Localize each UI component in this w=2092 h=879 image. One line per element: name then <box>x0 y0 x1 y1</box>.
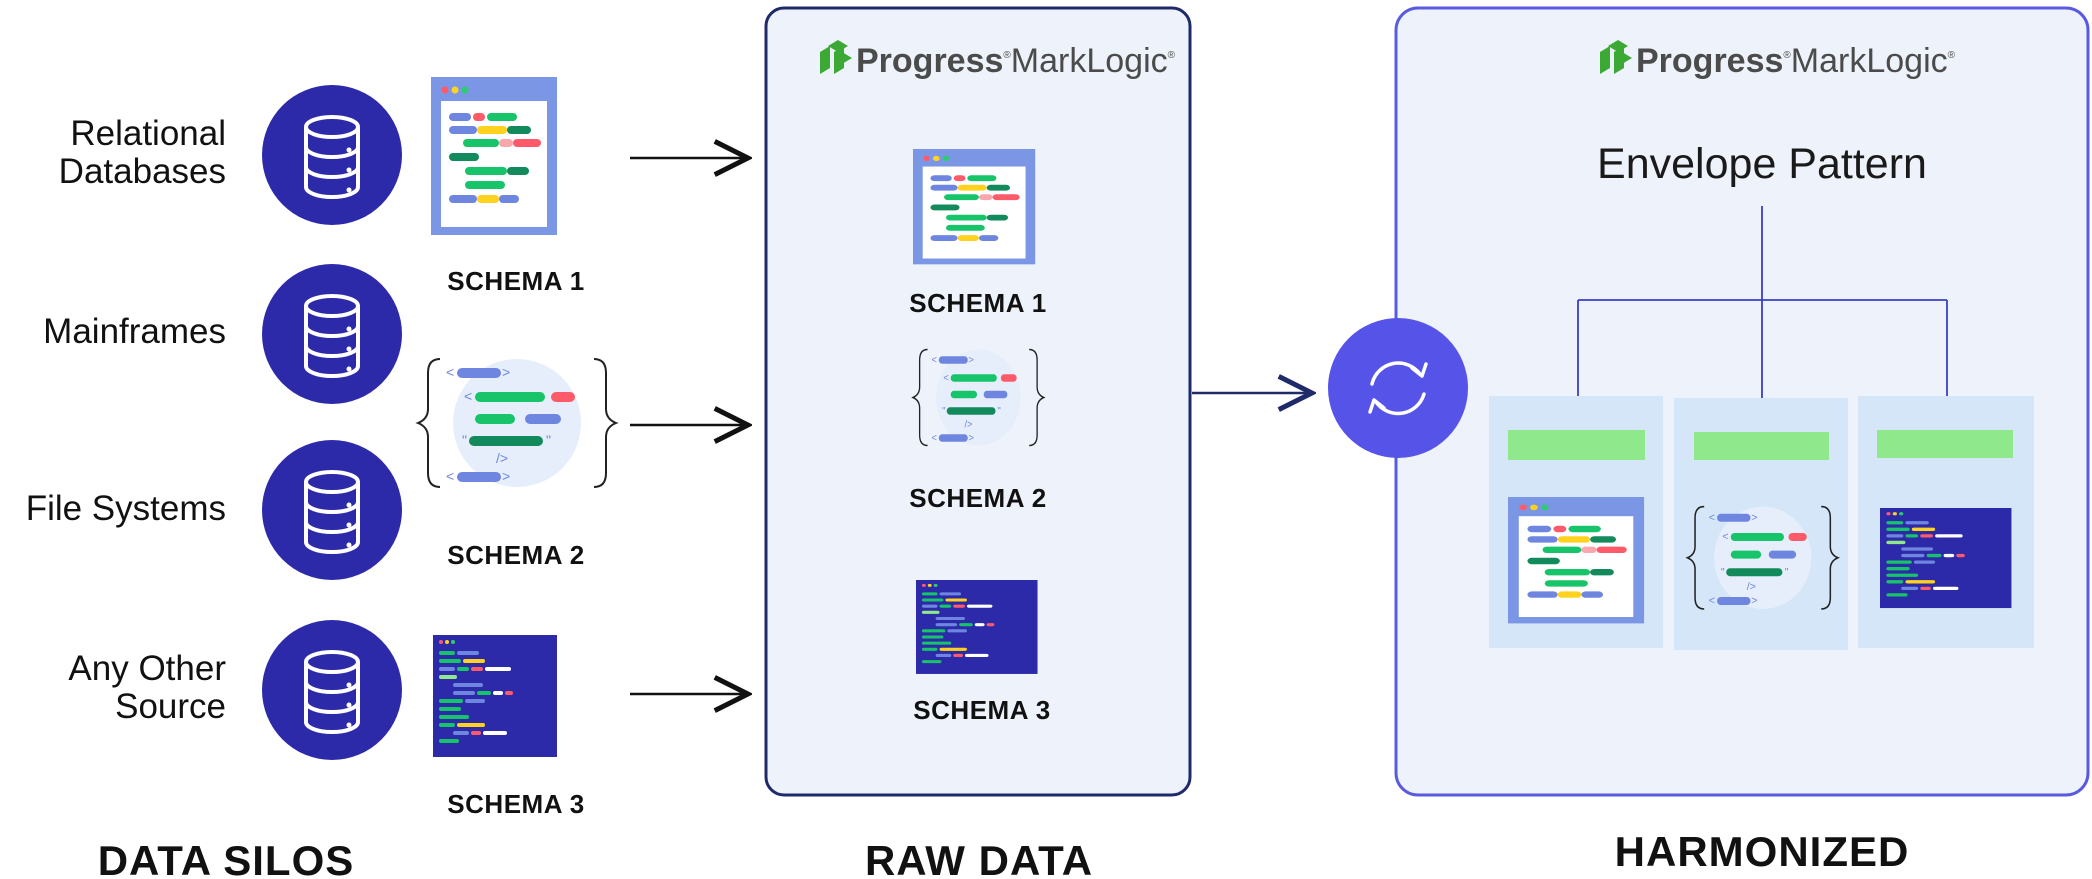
schema2-label: SCHEMA 2 <box>447 540 584 570</box>
harm-brand-reg-1: ® <box>1783 50 1791 61</box>
schema3-illustration <box>431 633 559 759</box>
envelope-tree-connectors <box>1577 206 1948 398</box>
schema2-illustration <box>418 359 616 487</box>
envelope-schema1-illustration <box>1508 497 1644 623</box>
envelope-card-2 <box>1674 398 1848 650</box>
envelope-schema3-illustration <box>1880 508 2011 608</box>
data-silos-column: Relational Databases Mainframes File Sys… <box>26 77 616 879</box>
raw-schema2-label: SCHEMA 2 <box>909 483 1046 513</box>
raw-schema3-label: SCHEMA 3 <box>913 695 1050 725</box>
section-label-raw-data: RAW DATA <box>865 837 1093 879</box>
silo-to-raw-arrows <box>630 158 748 694</box>
harm-brand-main: Progress <box>1636 42 1783 80</box>
source-label-relational-line1: Relational <box>70 114 226 153</box>
refresh-sync-icon <box>1328 318 1468 458</box>
raw-brand-reg-2: ® <box>1168 50 1176 61</box>
envelope-card-3 <box>1858 396 2034 648</box>
raw-data-panel: Progress®MarkLogic® SCHEMA 1 SCHEMA 2 SC… <box>764 6 1192 879</box>
source-label-other-line2: Source <box>115 687 226 726</box>
database-icon-file-systems <box>262 440 402 580</box>
database-icon-relational <box>262 85 402 225</box>
source-label-mainframes: Mainframes <box>43 312 226 351</box>
envelope-pattern-title: Envelope Pattern <box>1597 140 1927 188</box>
schema1-label: SCHEMA 1 <box>447 266 584 296</box>
raw-brand-product: MarkLogic <box>1011 42 1168 80</box>
raw-schema1-label: SCHEMA 1 <box>909 288 1046 318</box>
harmonized-panel: Progress®MarkLogic® Envelope Pattern <box>1394 6 2090 875</box>
raw-schema1-illustration <box>913 149 1035 264</box>
source-label-relational-line2: Databases <box>59 152 226 191</box>
svg-text:Progress®MarkLogic®: Progress®MarkLogic® <box>1636 42 1956 80</box>
schema3-label: SCHEMA 3 <box>447 789 584 819</box>
svg-text:Progress®MarkLogic®: Progress®MarkLogic® <box>856 42 1176 80</box>
harm-brand-product: MarkLogic <box>1791 42 1948 80</box>
raw-brand-main: Progress <box>856 42 1003 80</box>
source-label-file-systems: File Systems <box>26 489 226 528</box>
raw-schema3-illustration <box>914 578 1040 676</box>
raw-brand-reg-1: ® <box>1003 50 1011 61</box>
envelope-header-bar <box>1877 430 2013 458</box>
source-label-other-line1: Any Other <box>68 649 226 688</box>
envelope-header-bar <box>1694 432 1829 460</box>
harm-brand-reg-2: ® <box>1948 50 1956 61</box>
database-icon-mainframes <box>262 264 402 404</box>
raw-panel-brand: Progress®MarkLogic® <box>820 40 1176 80</box>
section-label-harmonized: HARMONIZED <box>1615 828 1910 875</box>
harmonized-panel-brand: Progress®MarkLogic® <box>1600 40 1956 80</box>
database-icon-other <box>262 620 402 760</box>
envelope-header-bar <box>1508 430 1645 460</box>
schema1-illustration <box>431 77 557 235</box>
section-label-data-silos: DATA SILOS <box>98 837 355 879</box>
envelope-card-1 <box>1489 396 1663 648</box>
